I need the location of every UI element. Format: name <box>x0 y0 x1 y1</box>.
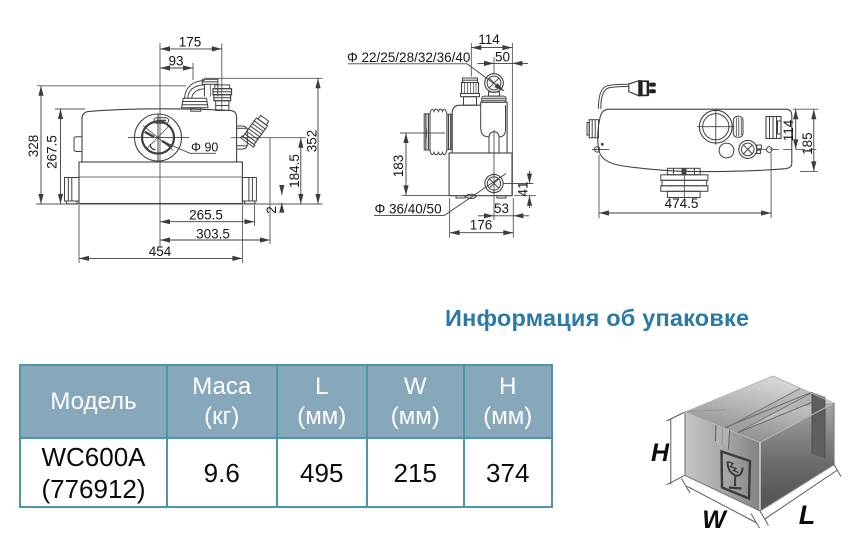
svg-text:328: 328 <box>26 135 41 158</box>
svg-text:114: 114 <box>478 32 500 47</box>
svg-text:2: 2 <box>264 206 279 214</box>
svg-text:W: W <box>702 506 728 534</box>
svg-text:50: 50 <box>495 50 510 65</box>
svg-text:185: 185 <box>800 132 815 155</box>
svg-text:114: 114 <box>781 119 796 141</box>
svg-text:454: 454 <box>149 244 172 259</box>
svg-text:352: 352 <box>305 130 320 153</box>
svg-text:183: 183 <box>391 155 406 178</box>
svg-text:Φ 90: Φ 90 <box>191 141 218 155</box>
svg-text:H: H <box>651 439 670 467</box>
svg-text:Φ 22/25/28/32/36/40: Φ 22/25/28/32/36/40 <box>347 50 470 65</box>
svg-text:53: 53 <box>494 201 509 216</box>
svg-text:L: L <box>799 500 816 530</box>
svg-text:184.5: 184.5 <box>287 154 302 188</box>
svg-text:93: 93 <box>168 54 183 69</box>
svg-text:41: 41 <box>516 181 531 196</box>
svg-text:265.5: 265.5 <box>189 208 223 223</box>
svg-text:474.5: 474.5 <box>665 196 699 211</box>
svg-text:303.5: 303.5 <box>196 226 230 241</box>
svg-text:Φ 36/40/50: Φ 36/40/50 <box>375 202 442 217</box>
svg-text:267.5: 267.5 <box>45 135 60 169</box>
svg-text:176: 176 <box>470 218 493 233</box>
svg-text:175: 175 <box>179 34 202 49</box>
